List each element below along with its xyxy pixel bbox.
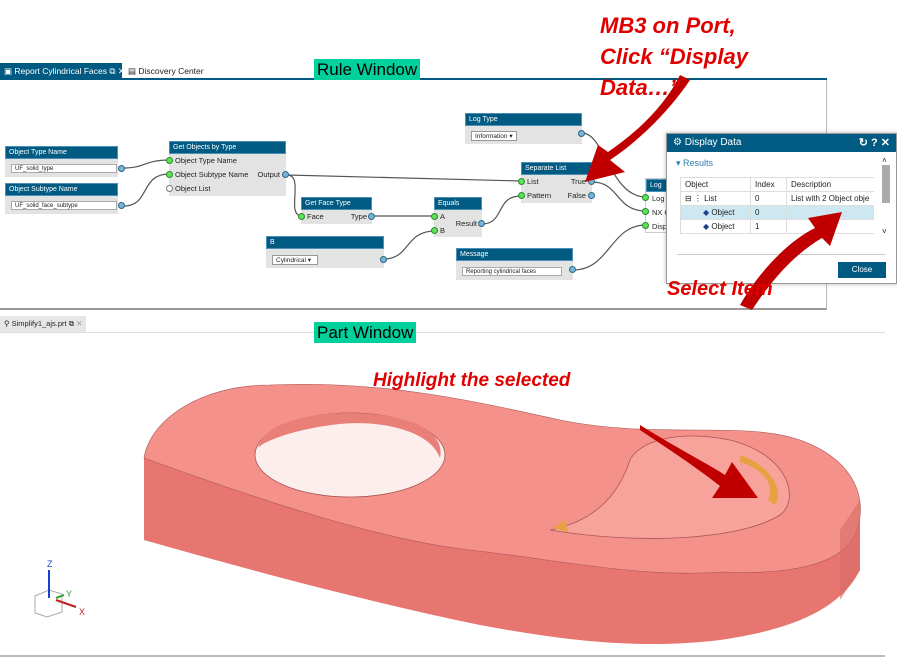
port-display[interactable] <box>642 222 649 229</box>
port-false[interactable] <box>588 192 595 199</box>
port-result[interactable] <box>478 220 485 227</box>
port-log[interactable] <box>642 194 649 201</box>
port-a[interactable] <box>431 213 438 220</box>
port-object-subtype-name[interactable] <box>166 171 173 178</box>
object-subtype-input[interactable]: UF_solid_face_subtype <box>11 201 117 210</box>
node-object-type-name[interactable]: Object Type Name UF_solid_type <box>5 146 118 177</box>
help-icon[interactable]: ? <box>870 137 878 149</box>
part-icon: ⚲ <box>4 319 12 328</box>
highlight-callout: Highlight the selected <box>373 370 571 391</box>
port-output[interactable] <box>578 130 585 137</box>
triad-x-label: X <box>79 607 85 617</box>
tab-report-cylindrical-faces[interactable]: ▣ Report Cylindrical Faces ⧉ ✕ <box>0 63 125 80</box>
tab-discovery-center[interactable]: ▤ Discovery Center <box>128 66 204 76</box>
select-item-callout: Select Item <box>667 278 773 300</box>
port-list[interactable] <box>518 178 525 185</box>
port-type[interactable] <box>368 213 375 220</box>
message-input[interactable]: Reporting cylindrical faces <box>462 267 562 276</box>
port-face[interactable] <box>298 213 305 220</box>
port-output[interactable] <box>118 202 125 209</box>
node-get-face-type[interactable]: Get Face Type Face Type <box>301 197 372 224</box>
rule-icon: ▣ <box>4 66 15 76</box>
triad-icon <box>34 570 77 618</box>
close-button[interactable]: Close <box>838 262 886 278</box>
annotation-arrows <box>585 75 842 498</box>
rule-window-label: Rule Window <box>314 59 421 80</box>
discovery-icon: ▤ <box>128 66 139 76</box>
node-equals[interactable]: Equals A B Result <box>434 197 482 237</box>
results-section-toggle[interactable]: ▾ Results <box>676 158 714 168</box>
log-type-select[interactable]: Information ▾ <box>471 131 517 141</box>
port-output[interactable] <box>118 165 125 172</box>
object-type-input[interactable]: UF_solid_type <box>11 164 117 173</box>
node-message[interactable]: Message Reporting cylindrical faces <box>456 248 573 280</box>
port-b[interactable] <box>431 227 438 234</box>
node-b[interactable]: B Cylindrical ▾ <box>266 236 384 268</box>
part-model[interactable] <box>143 383 861 645</box>
port-nx-object[interactable] <box>642 208 649 215</box>
node-separate-list[interactable]: Separate List List Pattern True False <box>521 162 592 203</box>
close-icon[interactable]: ✕ <box>117 66 125 76</box>
port-output[interactable] <box>282 171 289 178</box>
port-output[interactable] <box>569 266 576 273</box>
b-select[interactable]: Cylindrical ▾ <box>272 255 318 265</box>
part-window-label: Part Window <box>314 322 417 343</box>
port-pattern[interactable] <box>518 192 525 199</box>
triad-z-label: Z <box>47 559 53 569</box>
gear-icon: ⚙ <box>673 137 685 148</box>
port-object-type-name[interactable] <box>166 157 173 164</box>
port-output[interactable] <box>380 256 387 263</box>
scrollbar[interactable]: ˄˅ <box>882 156 892 244</box>
object-icon: ◆ <box>703 208 710 217</box>
triad-y-label: Y <box>66 589 72 599</box>
node-get-objects-by-type[interactable]: Get Objects by Type Object Type Name Obj… <box>169 141 286 196</box>
undock-icon[interactable]: ⧉ <box>109 66 116 76</box>
node-log-type[interactable]: Log Type Information ▾ <box>465 113 582 144</box>
object-icon: ◆ <box>703 222 710 231</box>
close-icon[interactable]: ✕ <box>76 319 83 328</box>
close-icon[interactable]: ✕ <box>880 137 890 149</box>
reset-icon[interactable]: ↻ <box>858 137 868 149</box>
dialog-title-bar: ⚙ Display Data ↻ ? ✕ <box>667 134 896 152</box>
undock-icon[interactable]: ⧉ <box>68 319 75 328</box>
tab-part-file[interactable]: ⚲ Simplify1_ajs.prt ⧉ ✕ <box>0 316 87 332</box>
node-object-subtype-name[interactable]: Object Subtype Name UF_solid_face_subtyp… <box>5 183 118 214</box>
port-object-list[interactable] <box>166 185 173 192</box>
